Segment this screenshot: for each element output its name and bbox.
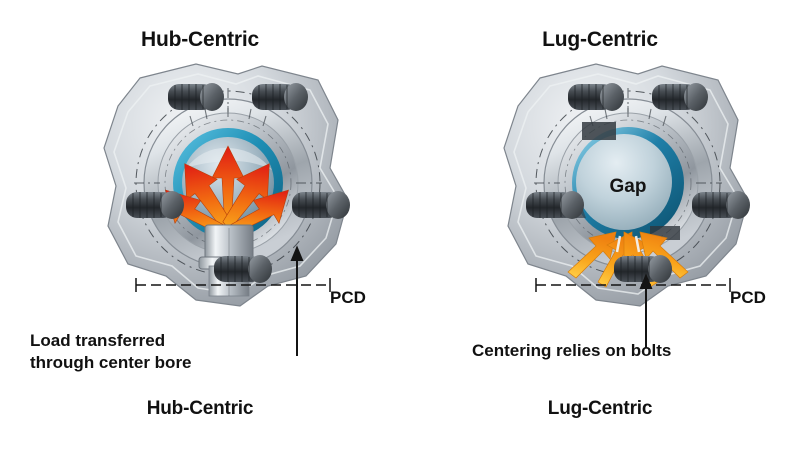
panel-lug-centric: Lug-Centric bbox=[400, 0, 800, 450]
stud-top-right bbox=[252, 83, 308, 111]
stud-mid-left bbox=[526, 191, 584, 219]
pcd-dimension-line bbox=[535, 278, 731, 292]
pcd-label-left: PCD bbox=[330, 288, 366, 307]
centering-arrow-right-outer bbox=[639, 231, 689, 279]
gap-notch-top bbox=[582, 122, 616, 140]
scale-ticks bbox=[189, 106, 267, 127]
load-arrow-upright bbox=[222, 163, 270, 231]
gap-annotation-label: Gap bbox=[610, 176, 647, 197]
pcd-label-right: PCD bbox=[730, 288, 766, 307]
caption-lug-centric: Centering relies on bolts bbox=[472, 341, 672, 360]
stud-mid-right bbox=[692, 191, 750, 219]
footer-label-lug-centric: Lug-Centric bbox=[547, 398, 653, 419]
clearance-ticks bbox=[615, 235, 641, 253]
panel-title-hub-centric: Hub-Centric bbox=[141, 28, 259, 51]
hub-centric-illustration bbox=[103, 63, 350, 356]
load-arrows-group bbox=[165, 145, 289, 234]
stud-top-right bbox=[652, 83, 708, 111]
caption-hub-centric: Load transferred through center bore bbox=[30, 331, 192, 372]
stud-bottom bbox=[614, 255, 672, 283]
stud-top-left bbox=[168, 83, 224, 111]
lug-centric-illustration: Gap bbox=[503, 63, 750, 348]
bore-construction-circle bbox=[564, 119, 692, 247]
pcd-leader-arrow bbox=[290, 245, 304, 338]
footer-label-hub-centric: Hub-Centric bbox=[146, 398, 254, 419]
stud-mid-left bbox=[126, 191, 184, 219]
pcd-dimension-line bbox=[135, 278, 331, 292]
wheel-studs-group bbox=[526, 83, 750, 283]
load-arrow-right bbox=[227, 189, 289, 234]
panel-title-lug-centric: Lug-Centric bbox=[542, 28, 658, 51]
scale-ticks bbox=[589, 106, 667, 127]
stud-mid-right bbox=[292, 191, 350, 219]
stud-top-left bbox=[568, 83, 624, 111]
stud-bottom bbox=[214, 255, 272, 283]
wheel-studs-group bbox=[126, 83, 350, 283]
panel-hub-centric: Hub-Centric bbox=[30, 28, 366, 419]
gap-cavity bbox=[576, 134, 672, 230]
bore-construction-circle bbox=[164, 119, 292, 247]
pcd-leader-arrow bbox=[639, 273, 653, 348]
